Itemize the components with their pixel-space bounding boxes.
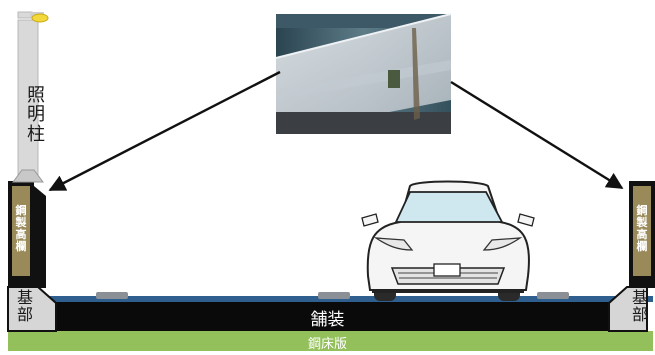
railing-left-label: 鋼製高欄 <box>13 186 29 272</box>
railing-left-label-text: 鋼製高欄 <box>15 204 27 253</box>
railing-right-label: 鋼製高欄 <box>634 186 650 272</box>
lamp <box>31 13 49 23</box>
railing-right-label-text: 鋼製高欄 <box>636 204 648 253</box>
steel-deck-label: 鋼床版 <box>307 337 347 352</box>
railing-right-panel <box>633 186 651 276</box>
deck-plate <box>96 292 128 299</box>
railing-photo-icon <box>275 13 452 134</box>
steel-deck <box>8 331 653 351</box>
pavement <box>55 302 630 331</box>
car-icon <box>361 180 535 301</box>
lighting-pole-label: 照明柱 <box>24 85 48 145</box>
arrow-left <box>48 70 281 192</box>
lighting-pole-icon <box>12 11 49 183</box>
pole-label-text: 照明柱 <box>27 85 45 145</box>
deck-plate <box>537 292 569 299</box>
railing-left-post <box>34 186 46 288</box>
base-right-label: 基部 <box>631 288 648 324</box>
arrow-right <box>450 80 624 190</box>
pavement-label: 舗装 <box>310 310 345 330</box>
base-left-label: 基部 <box>16 288 33 324</box>
deck-plate <box>318 292 350 299</box>
railing-left-panel <box>12 186 30 276</box>
